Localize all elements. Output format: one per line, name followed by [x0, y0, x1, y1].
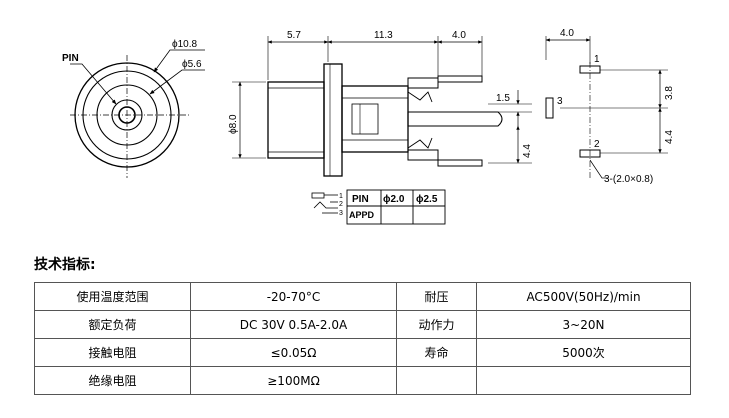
pin-view-top-dim: 4.0 [560, 28, 574, 39]
socket-ring [96, 84, 158, 146]
front-view [70, 49, 205, 178]
pin-table-head-d20: ϕ2.0 [383, 194, 405, 205]
table-row: 使用温度范围 -20-70°C 耐压 AC500V(50Hz)/min [34, 282, 691, 311]
spec-value: AC500V(50Hz)/min [476, 282, 691, 311]
section-title: 技术指标: [34, 257, 96, 273]
dim-5-7: 5.7 [287, 30, 301, 41]
spec-value: DC 30V 0.5A-2.0A [190, 310, 397, 339]
spec-label [396, 366, 477, 395]
dim-height: ϕ8.0 [228, 114, 239, 134]
spec-value: ≥100MΩ [190, 366, 397, 395]
spec-label: 绝缘电阻 [34, 366, 191, 395]
spec-label: 额定负荷 [34, 310, 191, 339]
spec-value: 3~20N [476, 310, 691, 339]
side-view [232, 36, 554, 177]
pin3-label: 3 [557, 96, 563, 107]
pin-label: PIN [62, 53, 79, 64]
pin1-label: 1 [594, 54, 600, 65]
table-row: 额定负荷 DC 30V 0.5A-2.0A 动作力 3~20N [34, 310, 691, 339]
spec-value: -20-70°C [190, 282, 397, 311]
technical-drawing: PIN ϕ10.8 ϕ5.6 [62, 28, 675, 225]
dim-4-0: 4.0 [452, 30, 466, 41]
table-row: 接触电阻 ≤0.05Ω 寿命 5000次 [34, 338, 691, 367]
outer-diameter-label: ϕ10.8 [172, 39, 198, 50]
schematic-pin-3: 3 [339, 210, 343, 217]
pin-layout-view [545, 36, 668, 180]
contact-ring [111, 99, 143, 131]
spec-value: 5000次 [476, 338, 691, 367]
inner-diameter-label: ϕ5.6 [182, 59, 202, 70]
spec-label: 寿命 [396, 338, 477, 367]
pin-table [346, 189, 446, 225]
spec-label: 接触电阻 [34, 338, 191, 367]
spec-value: ≤0.05Ω [190, 338, 397, 367]
spec-table: 使用温度范围 -20-70°C 耐压 AC500V(50Hz)/min 额定负荷… [34, 282, 691, 395]
dim-4-4-side: 4.4 [522, 144, 533, 158]
pin-table-head-d25: ϕ2.5 [416, 194, 438, 205]
housing-ring [82, 70, 172, 160]
schematic-symbol [311, 192, 338, 214]
spec-label: 动作力 [396, 310, 477, 339]
schematic-pin-2: 2 [339, 201, 343, 208]
spec-label: 使用温度范围 [34, 282, 191, 311]
table-row: 绝缘电阻 ≥100MΩ [34, 366, 691, 395]
pin-table-row-appd: APPD [349, 210, 375, 220]
slot-note: 3-(2.0×0.8) [604, 174, 653, 185]
dim-4-4-pin: 4.4 [664, 130, 675, 144]
spec-value [476, 366, 691, 395]
schematic-pin-1: 1 [339, 193, 343, 200]
dim-11-3: 11.3 [374, 30, 393, 41]
pin-table-head-pin: PIN [352, 194, 369, 205]
spec-label: 耐压 [396, 282, 477, 311]
outer-ring [74, 62, 180, 168]
center-pin [118, 106, 136, 124]
dim-3-8: 3.8 [664, 86, 675, 100]
dim-1-5: 1.5 [496, 93, 510, 104]
pin2-label: 2 [594, 139, 600, 150]
